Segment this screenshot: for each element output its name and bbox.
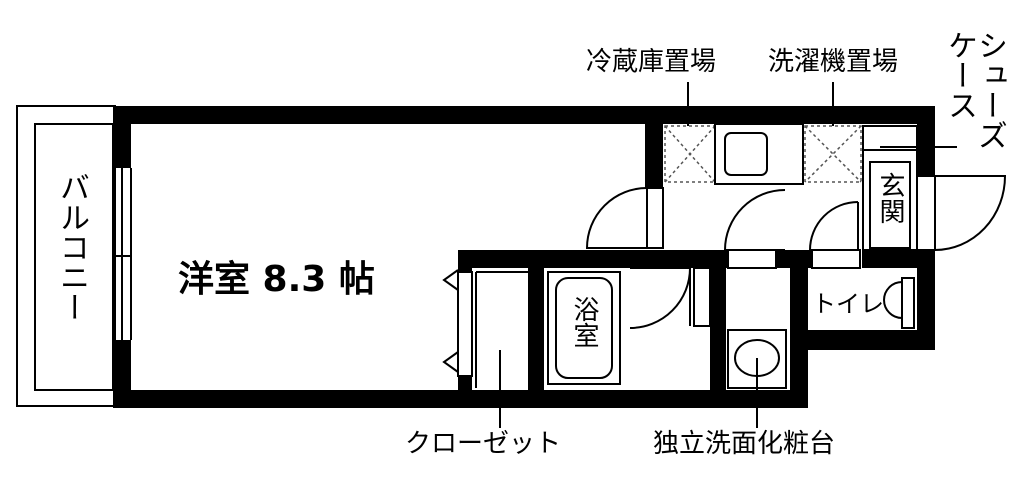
room-door: [585, 187, 664, 249]
bath-door: [629, 267, 711, 329]
balcony-label: バルコニー: [54, 172, 89, 322]
shoe-case-label: シューズケース: [942, 30, 1007, 150]
closet-label: クローゼット: [405, 429, 561, 459]
kitchen-counter: [714, 123, 804, 185]
bath-label: 浴室: [569, 296, 599, 348]
closet-doors: [442, 269, 528, 388]
washer-space-marker: [804, 125, 862, 183]
entrance-label: 玄関: [875, 172, 905, 224]
fridge-space-label: 冷蔵庫置場: [586, 47, 716, 77]
bathtub: [547, 271, 621, 385]
western-room-label: 洋室 8.3 帖: [178, 259, 375, 300]
washroom-door: [723, 189, 786, 269]
leader-lines: [499, 82, 834, 428]
window: [112, 168, 132, 340]
entrance-door: [916, 175, 1007, 251]
toilet-label: トイレ: [812, 290, 884, 318]
fridge-space-marker: [664, 125, 716, 183]
toilet-door: [808, 201, 861, 269]
washbasin-label: 独立洗面化粧台: [653, 429, 835, 459]
washer-space-label: 洗濯機置場: [768, 47, 898, 77]
toilet-fixture: [883, 277, 915, 329]
